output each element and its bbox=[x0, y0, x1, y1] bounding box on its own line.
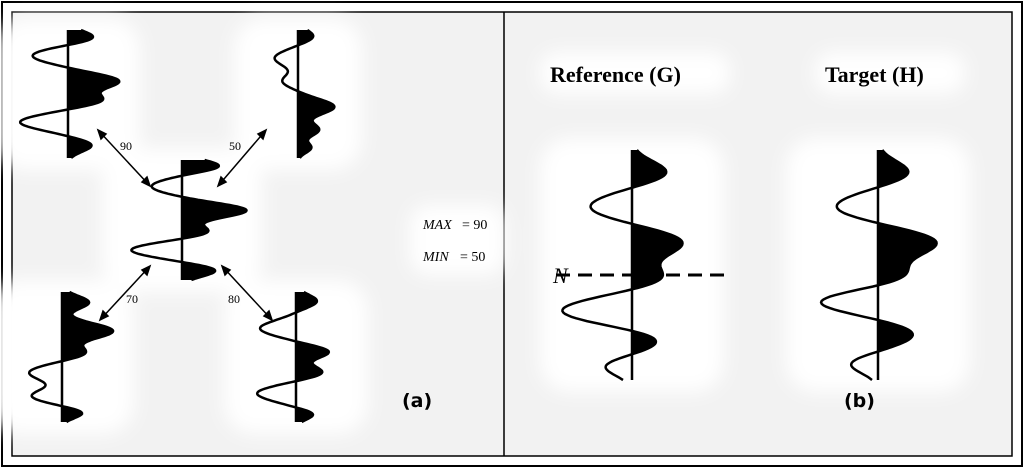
similarity-arrows bbox=[96, 128, 274, 322]
seismic-traces bbox=[18, 28, 938, 424]
label-halo bbox=[410, 205, 505, 275]
trace-bottom-right bbox=[255, 290, 331, 424]
wiggle-line bbox=[255, 290, 331, 424]
positive-lobes bbox=[62, 292, 114, 422]
wiggle-line bbox=[18, 28, 121, 159]
max-label: MAX bbox=[422, 218, 452, 233]
arrow-top-right bbox=[216, 128, 268, 188]
caption-b: (b) bbox=[844, 390, 875, 412]
target-title: Target (H) bbox=[825, 62, 924, 87]
min-label: MIN bbox=[422, 250, 449, 265]
trace-reference bbox=[561, 149, 684, 382]
wiggle-line bbox=[819, 149, 938, 381]
label-halo bbox=[540, 52, 730, 94]
positive-lobes bbox=[182, 160, 247, 280]
arrow-bottom-left bbox=[98, 264, 152, 322]
positive-lobes bbox=[298, 30, 335, 158]
trace-top-right bbox=[273, 28, 336, 159]
label-halo bbox=[815, 52, 965, 94]
weight-top-right: 50 bbox=[229, 139, 241, 153]
weight-bottom-left: 70 bbox=[126, 292, 138, 306]
wiggle-line bbox=[27, 290, 115, 424]
max-value: = 90 bbox=[462, 218, 487, 233]
reference-title: Reference (G) bbox=[550, 62, 681, 87]
positive-lobes bbox=[878, 150, 937, 380]
positive-lobes bbox=[632, 150, 683, 380]
wiggle-line bbox=[561, 149, 684, 382]
min-value: = 50 bbox=[460, 250, 485, 265]
arrow-top-left bbox=[96, 128, 152, 188]
arrow-bottom-right bbox=[220, 264, 274, 322]
trace-bottom-left bbox=[27, 290, 115, 424]
wiggle-line bbox=[130, 158, 248, 282]
positive-lobes bbox=[296, 292, 329, 422]
trace-center bbox=[130, 158, 248, 282]
trace-top-left bbox=[18, 28, 121, 159]
weight-bottom-right: 80 bbox=[228, 292, 240, 306]
marker-label: N bbox=[552, 263, 569, 288]
weight-top-left: 90 bbox=[120, 139, 132, 153]
wiggle-line bbox=[273, 28, 336, 159]
positive-lobes bbox=[68, 30, 120, 158]
trace-target bbox=[819, 149, 938, 381]
caption-a: (a) bbox=[402, 390, 432, 412]
